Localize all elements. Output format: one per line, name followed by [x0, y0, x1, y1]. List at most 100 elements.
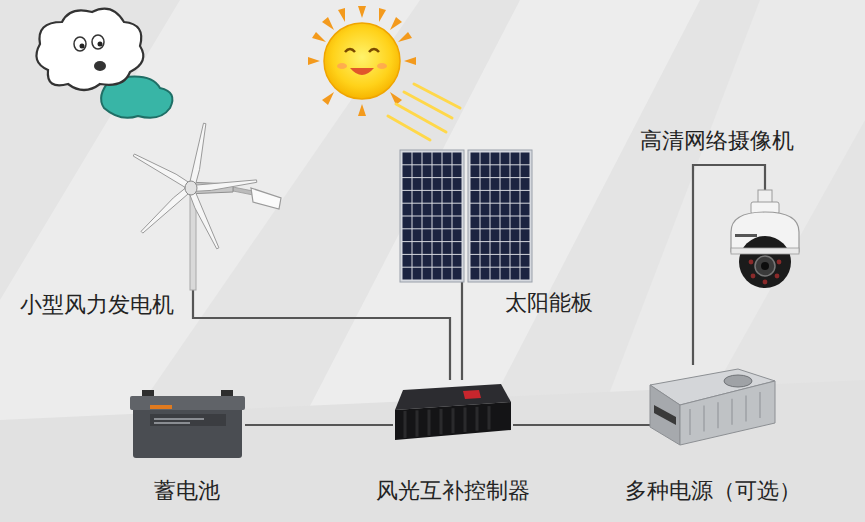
- sun-ray: [322, 17, 334, 30]
- art-part: [481, 153, 490, 165]
- art-part: [413, 217, 422, 229]
- art-part: [521, 191, 530, 203]
- art-part: [433, 178, 442, 190]
- art-part: [403, 217, 412, 229]
- art-part: [453, 255, 462, 267]
- art-part: [680, 381, 775, 445]
- art-part: [189, 123, 206, 189]
- art-part: [423, 242, 432, 254]
- art-part: [777, 260, 782, 265]
- art-part: [724, 375, 752, 387]
- wire: [513, 424, 650, 426]
- sun-ray: [308, 57, 320, 65]
- art-part: [453, 217, 462, 229]
- dome-camera-art: [725, 190, 805, 300]
- art-part: [511, 178, 520, 190]
- sun-eye: [345, 49, 355, 52]
- art-part: [654, 405, 676, 425]
- art-part: [511, 268, 520, 280]
- sun-ray: [390, 17, 402, 30]
- art-part: [154, 422, 190, 424]
- node-label: 太阳能板: [505, 290, 593, 316]
- cloud-mouth: [94, 61, 106, 71]
- art-part: [433, 204, 442, 216]
- art-part: [481, 178, 490, 190]
- art-part: [471, 268, 480, 280]
- art-part: [403, 255, 412, 267]
- art-part: [413, 153, 422, 165]
- art-part: [403, 229, 412, 241]
- solar-panel-art: [396, 150, 536, 282]
- art-part: [423, 165, 432, 177]
- wind-turbine-art: [133, 108, 283, 290]
- sun-ray: [358, 6, 366, 18]
- art-part: [749, 260, 754, 265]
- sun-ray: [338, 8, 345, 22]
- art-part: [403, 191, 412, 203]
- art-part: [150, 405, 172, 409]
- art-part: [501, 229, 510, 241]
- art-part: [759, 392, 761, 418]
- art-part: [395, 402, 511, 440]
- art-part: [491, 255, 500, 267]
- art-part: [443, 165, 452, 177]
- art-part: [433, 268, 442, 280]
- art-part: [471, 255, 480, 267]
- art-part: [433, 229, 442, 241]
- art-part: [443, 153, 452, 165]
- art-part: [185, 181, 197, 195]
- art-part: [433, 191, 442, 203]
- art-part: [731, 399, 733, 425]
- art-part: [403, 242, 412, 254]
- art-part: [423, 217, 432, 229]
- art-part: [453, 268, 462, 280]
- art-part: [403, 153, 412, 165]
- wind-cloud: [36, 9, 172, 118]
- art-part: [471, 229, 480, 241]
- sun-ray: [404, 57, 416, 65]
- node-label: 小型风力发电机: [20, 292, 174, 318]
- art-part: [481, 165, 490, 177]
- cloud-pupil: [80, 44, 85, 49]
- sun-rays: [308, 6, 416, 116]
- art-part: [423, 191, 432, 203]
- art-part: [423, 229, 432, 241]
- art-part: [521, 153, 530, 165]
- art-part: [511, 229, 520, 241]
- art-part: [491, 165, 500, 177]
- sun-ray: [322, 92, 334, 105]
- art-part: [745, 395, 747, 421]
- art-part: [443, 178, 452, 190]
- network-camera: 高清网络摄像机: [725, 190, 805, 300]
- art-part: [471, 165, 480, 177]
- art-part: [491, 229, 500, 241]
- art-part: [423, 268, 432, 280]
- art-part: [133, 404, 242, 458]
- art-part: [491, 242, 500, 254]
- sun-eye: [369, 49, 379, 52]
- art-part: [491, 217, 500, 229]
- art-part: [511, 204, 520, 216]
- sun: [308, 6, 416, 116]
- art-part: [501, 217, 510, 229]
- art-part: [443, 268, 452, 280]
- art-part: [763, 280, 768, 285]
- art-part: [413, 229, 422, 241]
- art-part: [130, 396, 245, 410]
- art-part: [488, 406, 491, 430]
- art-part: [453, 204, 462, 216]
- art-part: [403, 165, 412, 177]
- node-label: 风光互补控制器: [376, 478, 530, 504]
- sun-ray: [312, 32, 326, 42]
- art-part: [511, 165, 520, 177]
- art-part: [453, 242, 462, 254]
- art-part: [491, 204, 500, 216]
- art-part: [739, 236, 791, 288]
- art-part: [511, 217, 520, 229]
- art-part: [476, 407, 479, 431]
- art-part: [428, 410, 431, 436]
- art-part: [471, 242, 480, 254]
- art-part: [481, 242, 490, 254]
- art-part: [453, 165, 462, 177]
